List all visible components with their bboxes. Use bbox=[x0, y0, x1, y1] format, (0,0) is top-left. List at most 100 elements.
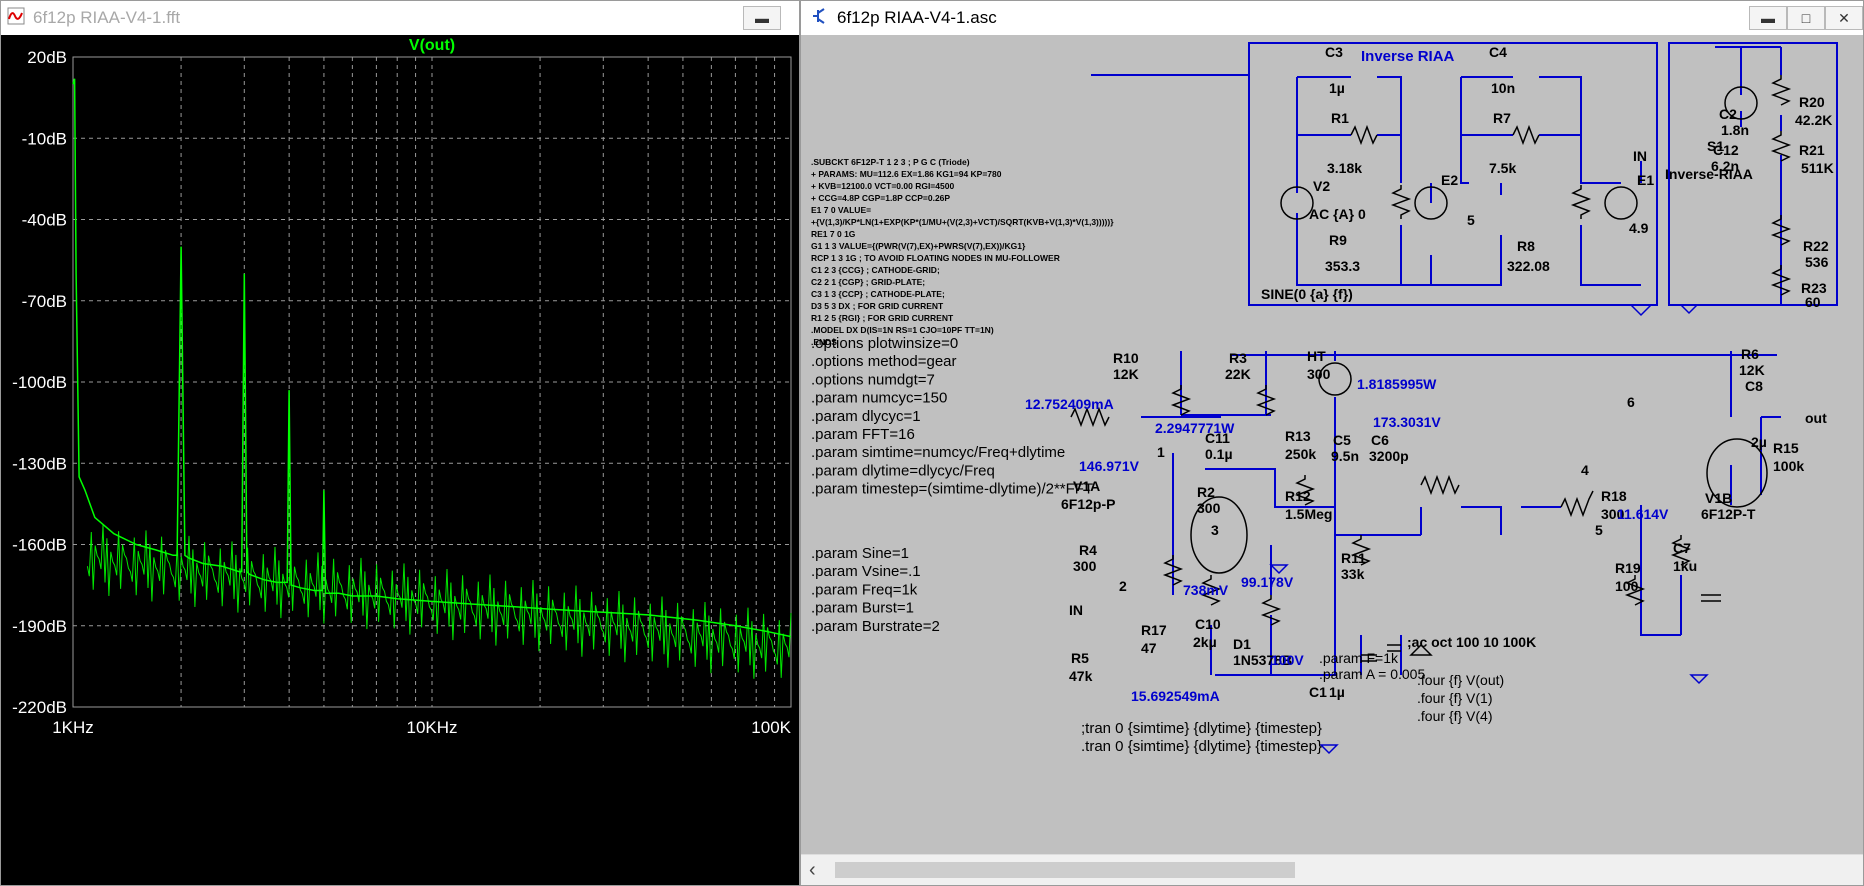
label-c4: C4 bbox=[1489, 44, 1507, 60]
label-c1v: 1µ bbox=[1329, 684, 1345, 700]
label-r2v: 300 bbox=[1197, 500, 1221, 516]
label-r10v: 12K bbox=[1113, 366, 1139, 382]
fft-trace[interactable] bbox=[72, 78, 792, 638]
resistor-symbols bbox=[1070, 75, 1792, 626]
maximize-button[interactable]: □ bbox=[1787, 6, 1825, 30]
label-r20: R20 bbox=[1799, 94, 1825, 110]
label-r6v: 12K bbox=[1739, 362, 1765, 378]
label-r9v: 353.3 bbox=[1325, 258, 1360, 274]
plot-frame bbox=[72, 56, 792, 708]
annotation-v6: 100V bbox=[1271, 652, 1304, 668]
label-c12v: 6.2n bbox=[1711, 158, 1739, 174]
maximize-icon: □ bbox=[1801, 10, 1811, 26]
minimize-button[interactable]: ▬ bbox=[1749, 6, 1787, 30]
label-r7: R7 bbox=[1493, 110, 1511, 126]
scroll-left-icon[interactable]: ‹ bbox=[809, 859, 816, 881]
horizontal-scrollbar[interactable]: ‹ bbox=[801, 854, 1863, 885]
fft-chart[interactable]: V(out)20dB-10dB-40dB-70dB-100dB-130dB-16… bbox=[1, 35, 800, 886]
label-out: out bbox=[1805, 410, 1827, 426]
label-n6: 6 bbox=[1627, 394, 1635, 410]
label-v2v: AC {A} 0 bbox=[1309, 206, 1366, 222]
y-tick-label: -70dB bbox=[22, 292, 67, 311]
label-d1: D1 bbox=[1233, 636, 1251, 652]
fft-plot-area[interactable]: V(out)20dB-10dB-40dB-70dB-100dB-130dB-16… bbox=[1, 35, 800, 886]
svg-text:.param Sine=1.param Vsine=.1.p: .param Sine=1.param Vsine=.1.param Freq=… bbox=[811, 545, 940, 635]
label-c5: C5 bbox=[1333, 432, 1351, 448]
annotation-v4: 738mV bbox=[1183, 582, 1229, 598]
label-n4: 4 bbox=[1581, 462, 1589, 478]
schematic-canvas[interactable]: .SUBCKT 6F12P-T 1 2 3 ; P G C (Triode)+ … bbox=[801, 35, 1864, 857]
label-c11v: 0.1µ bbox=[1205, 446, 1233, 462]
y-tick-label: -220dB bbox=[12, 698, 67, 717]
label-e2v: 5 bbox=[1467, 212, 1475, 228]
trace-label[interactable]: V(out) bbox=[409, 37, 455, 54]
label-r19: R19 bbox=[1615, 560, 1641, 576]
label-sine: SINE(0 {a} {f}) bbox=[1261, 286, 1353, 302]
param-fa-directives: .param F=1k.param A = 0.005 bbox=[1319, 650, 1425, 682]
label-in2: IN bbox=[1069, 602, 1083, 618]
label-r15v: 100k bbox=[1773, 458, 1804, 474]
label-e1v: 4.9 bbox=[1629, 220, 1649, 236]
label-c12: C12 bbox=[1713, 142, 1739, 158]
schematic-app-icon bbox=[809, 6, 829, 31]
minimize-button[interactable]: ▬ bbox=[743, 6, 781, 30]
label-r9: R9 bbox=[1329, 232, 1347, 248]
label-c2: C2 bbox=[1719, 106, 1737, 122]
svg-text:.four {f} V(out).four {f} V(1): .four {f} V(out).four {f} V(1).four {f} … bbox=[1417, 672, 1504, 724]
schematic-title-bar[interactable]: 6f12p RIAA-V4-1.asc ▬ □ ✕ bbox=[801, 1, 1863, 35]
label-r1v: 3.18k bbox=[1327, 160, 1362, 176]
label-r22: R22 bbox=[1803, 238, 1829, 254]
label-ht: HT bbox=[1307, 348, 1326, 364]
label-c6v: 3200p bbox=[1369, 448, 1409, 464]
schematic-window[interactable]: 6f12p RIAA-V4-1.asc ▬ □ ✕ bbox=[800, 0, 1864, 886]
label-r20v: 42.2K bbox=[1795, 112, 1832, 128]
fft-window[interactable]: 6f12p RIAA-V4-1.fft ▬ V(out)20dB-10dB-40… bbox=[0, 0, 800, 886]
fft-title-bar[interactable]: 6f12p RIAA-V4-1.fft ▬ bbox=[1, 1, 799, 35]
label-r3: R3 bbox=[1229, 350, 1247, 366]
annotation-p2: 1.8185995W bbox=[1357, 376, 1437, 392]
ground-symbols bbox=[1269, 304, 1709, 755]
ac-directive: ;ac oct 100 10 100K bbox=[1407, 634, 1536, 650]
label-r5v: 47k bbox=[1069, 668, 1093, 684]
label-r22v: 536 bbox=[1805, 254, 1829, 270]
label-r11v: 33k bbox=[1341, 566, 1365, 582]
label-v1a: V1A bbox=[1073, 478, 1100, 494]
annotation-v5: 99.178V bbox=[1241, 574, 1294, 590]
x-tick-label: 100K bbox=[751, 718, 791, 737]
label-r11: R11 bbox=[1341, 550, 1366, 566]
label-r21: R21 bbox=[1799, 142, 1825, 158]
label-n2: 2 bbox=[1119, 578, 1127, 594]
operating-point-annotations: 12.752409mA2.2947771W1.8185995W146.971V1… bbox=[1025, 376, 1669, 704]
label-n3: 3 bbox=[1211, 522, 1219, 538]
schematic-window-title: 6f12p RIAA-V4-1.asc bbox=[837, 8, 997, 27]
label-r5: R5 bbox=[1071, 650, 1089, 666]
label-inverse-riaa-label: Inverse-RIAA bbox=[1665, 166, 1753, 182]
label-c3v: 1µ bbox=[1329, 80, 1345, 96]
y-tick-label: -100dB bbox=[12, 373, 67, 392]
inverse-riaa-title: Inverse RIAA bbox=[1361, 48, 1455, 65]
label-r7v: 7.5k bbox=[1489, 160, 1516, 176]
svg-text:.options plotwinsize=0.options: .options plotwinsize=0.options method=ge… bbox=[811, 335, 1093, 498]
annotation-v1: 146.971V bbox=[1079, 458, 1140, 474]
label-r12: R12 bbox=[1285, 488, 1311, 504]
label-c6: C6 bbox=[1371, 432, 1389, 448]
label-e2: E2 bbox=[1441, 172, 1458, 188]
y-tick-label: -130dB bbox=[12, 454, 67, 473]
svg-text:;tran 0 {simtime} {dlytime} {t: ;tran 0 {simtime} {dlytime} {timestep}.t… bbox=[1081, 720, 1322, 755]
y-tick-label: -160dB bbox=[12, 536, 67, 555]
label-n1: 1 bbox=[1157, 444, 1165, 460]
label-r18: R18 bbox=[1601, 488, 1627, 504]
scrollbar-thumb[interactable] bbox=[835, 862, 1295, 878]
tran-directives: ;tran 0 {simtime} {dlytime} {timestep}.t… bbox=[1081, 720, 1322, 755]
x-tick-label: 1KHz bbox=[52, 718, 94, 737]
fft-window-title: 6f12p RIAA-V4-1.fft bbox=[33, 8, 181, 27]
annotation-i2: 15.692549mA bbox=[1131, 688, 1220, 704]
label-v1av: 6F12p-P bbox=[1061, 496, 1115, 512]
close-button[interactable]: ✕ bbox=[1825, 6, 1863, 30]
label-r4: R4 bbox=[1079, 542, 1097, 558]
y-tick-label: -40dB bbox=[22, 211, 67, 230]
annotation-i1: 12.752409mA bbox=[1025, 396, 1114, 412]
label-htv: 300 bbox=[1307, 366, 1331, 382]
label-s1: S1 bbox=[1707, 138, 1724, 154]
